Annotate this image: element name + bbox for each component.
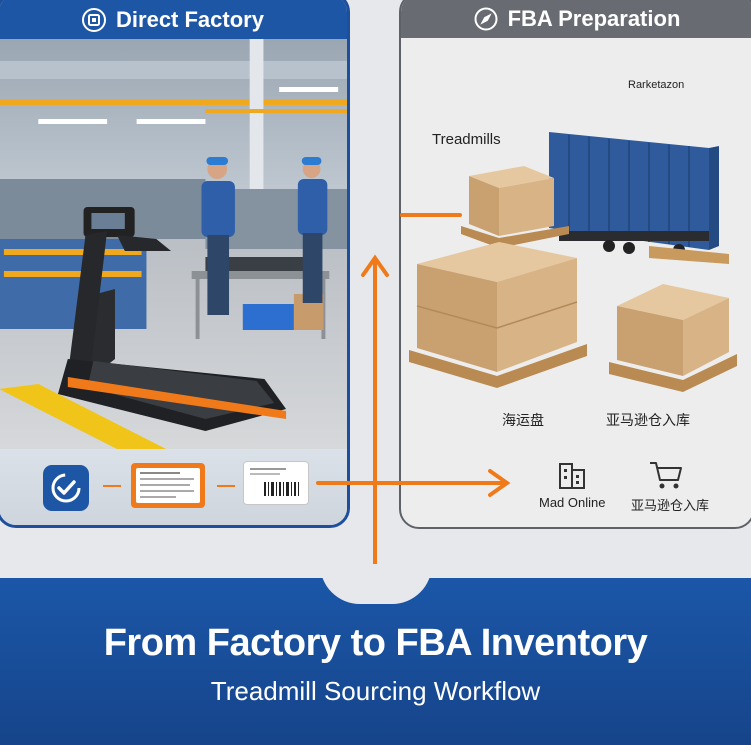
quality-check-icon — [43, 465, 89, 511]
flow-dash-1 — [103, 485, 121, 487]
direct-factory-panel: Direct Factory — [0, 0, 350, 528]
fba-preparation-header: FBA Preparation — [401, 0, 751, 38]
banner-title: From Factory to FBA Inventory — [103, 622, 648, 664]
amazon-warehouse-label-2: 亚马逊仓入库 — [631, 498, 710, 513]
fba-preparation-panel: FBA Preparation — [399, 0, 751, 529]
banner-notch — [320, 564, 432, 604]
title-banner — [0, 578, 751, 745]
banner-subtitle: Treadmill Sourcing Workflow — [210, 676, 541, 706]
brand-label: Rarketazon — [628, 79, 685, 91]
barcode-label-icon — [243, 461, 309, 505]
direct-factory-title: Direct Factory — [116, 7, 264, 32]
mad-online-label: Mad Online — [539, 495, 606, 510]
amazon-warehouse-label-1: 亚马逊仓入库 — [606, 412, 690, 428]
factory-floor-image — [0, 39, 347, 449]
flow-dash-2 — [217, 485, 235, 487]
compass-icon — [474, 7, 498, 31]
building-icon — [559, 463, 585, 489]
shopping-cart-icon — [650, 462, 682, 489]
chip-icon — [82, 8, 107, 32]
fba-preparation-title: FBA Preparation — [507, 6, 681, 31]
warehouse-pallets-image — [409, 132, 737, 392]
direct-factory-header: Direct Factory — [0, 0, 347, 39]
sea-freight-label: 海运盘 — [502, 412, 544, 428]
treadmills-label: Treadmills — [432, 131, 501, 148]
order-tag-icon — [131, 463, 205, 508]
